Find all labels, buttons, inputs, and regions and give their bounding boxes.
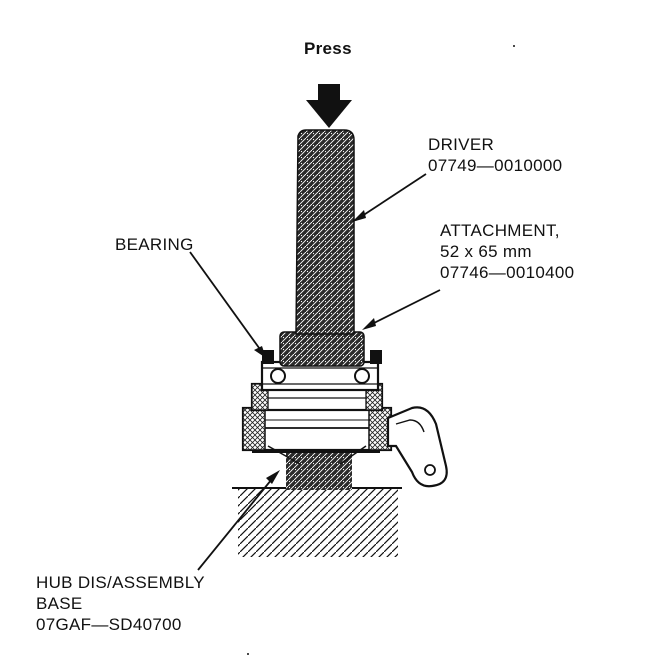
attachment-part-number: 07746—0010400 (440, 263, 575, 282)
hub-base-part-number: 07GAF—SD40700 (36, 615, 182, 634)
hub-base-block (232, 487, 402, 557)
driver-part-number: 07749—0010000 (428, 156, 563, 175)
hub-body (241, 382, 393, 465)
leader-lines (189, 173, 441, 571)
speck-dot (247, 653, 249, 655)
bearing-label: BEARING (115, 235, 194, 254)
hub-base-line1: HUB DIS/ASSEMBLY (36, 573, 205, 592)
hub-base-label: HUB DIS/ASSEMBLY BASE 07GAF—SD40700 (36, 572, 205, 635)
attachment-size: 52 x 65 mm (440, 242, 532, 261)
press-label: Press (304, 39, 352, 58)
attachment-block (279, 331, 365, 367)
driver-name: DRIVER (428, 135, 495, 154)
driver-shaft (295, 129, 355, 335)
press-arrow (306, 84, 352, 128)
driver-label: DRIVER 07749—0010000 (428, 134, 562, 176)
attachment-label: ATTACHMENT, 52 x 65 mm 07746—0010400 (440, 220, 574, 283)
attachment-name: ATTACHMENT, (440, 221, 560, 240)
knuckle-arm (386, 406, 448, 488)
hub-base-line2: BASE (36, 594, 83, 613)
speck-dot (513, 45, 515, 47)
